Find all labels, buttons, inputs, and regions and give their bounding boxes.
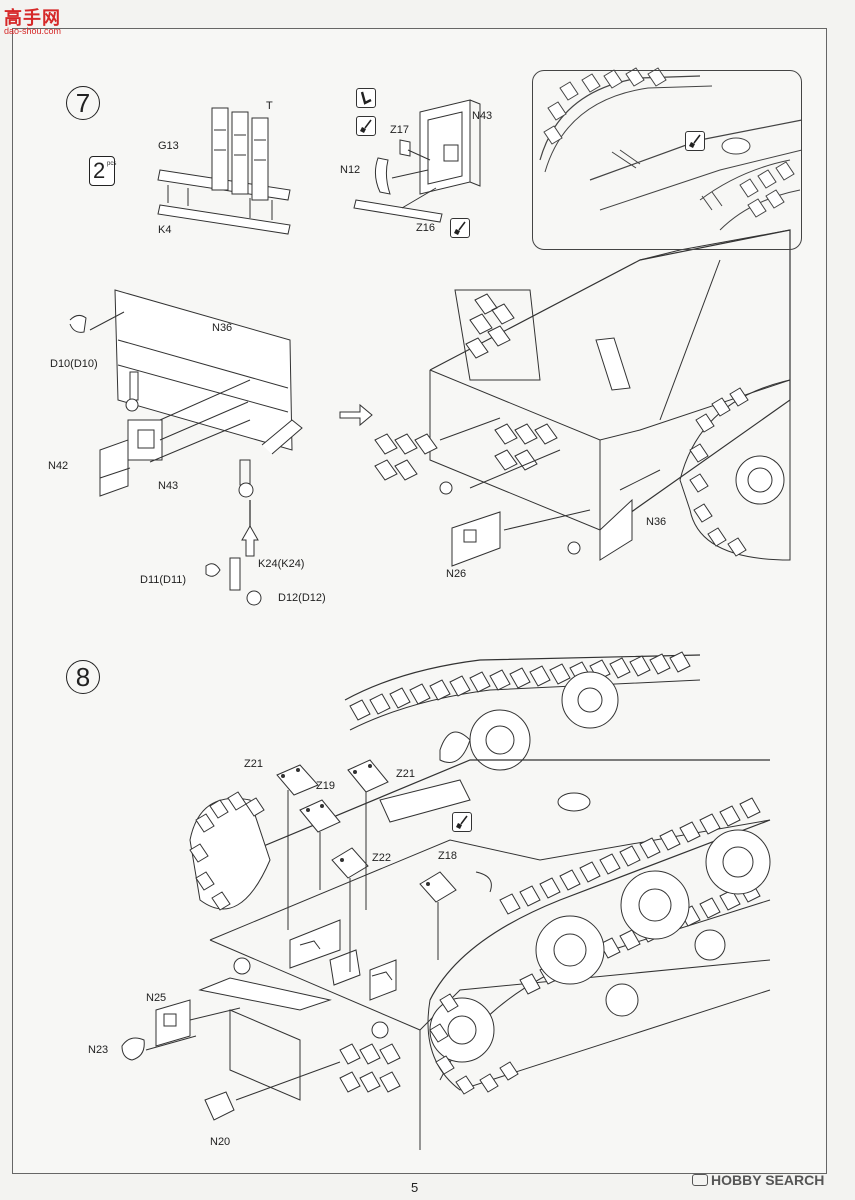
part-label-k24: K24(K24) xyxy=(258,558,305,570)
track-bracket-parts xyxy=(157,107,291,235)
step-8-number: 8 xyxy=(66,660,100,694)
part-label-d11: D11(D11) xyxy=(140,574,187,586)
part-label-z21: Z21 xyxy=(396,768,415,780)
rear-plate-exploded xyxy=(69,289,303,606)
part-label-n25: N25 xyxy=(146,992,167,1004)
part-label-n43: N43 xyxy=(158,480,179,492)
glue-icon xyxy=(356,116,376,136)
part-label-z18: Z18 xyxy=(438,850,457,862)
part-label-n20: N20 xyxy=(210,1136,231,1148)
part-label-z22: Z22 xyxy=(372,852,391,864)
part-label-z21: Z21 xyxy=(244,758,263,770)
detail-inset xyxy=(532,70,802,250)
part-label-n42: N42 xyxy=(48,460,69,472)
watermark-logo-icon xyxy=(692,1174,708,1186)
part-label-k4: K4 xyxy=(158,224,172,236)
cut-icon xyxy=(356,88,376,108)
logo-url: dao-shou.com xyxy=(4,26,62,36)
part-label-n43: N43 xyxy=(472,110,493,122)
part-label-z19: Z19 xyxy=(316,780,335,792)
inset-track-detail xyxy=(539,67,803,231)
assembly-arrow xyxy=(339,403,373,427)
part-label-z16: Z16 xyxy=(416,222,435,234)
pcs-count: 2 xyxy=(93,158,106,183)
glue-icon xyxy=(452,812,472,832)
page-number: 5 xyxy=(411,1180,419,1195)
hull-underside-step8 xyxy=(121,651,771,1150)
glue-icon xyxy=(685,131,705,151)
part-label-n36: N36 xyxy=(646,516,667,528)
hull-assembly-step7 xyxy=(374,229,791,567)
part-label-g13: G13 xyxy=(158,140,179,152)
part-label-n36: N36 xyxy=(212,322,233,334)
part-label-n26: N26 xyxy=(446,568,467,580)
pcs-count-badge: 2 pcs xyxy=(89,156,117,186)
n43-box-assembly xyxy=(353,99,481,223)
part-label-n12: N12 xyxy=(340,164,361,176)
watermark: HOBBY SEARCH xyxy=(692,1172,824,1188)
glue-icon xyxy=(450,218,470,238)
pcs-unit: pcs xyxy=(107,161,117,167)
part-label-n23: N23 xyxy=(88,1044,109,1056)
part-label-t: T xyxy=(266,100,273,112)
part-label-d10: D10(D10) xyxy=(50,358,98,370)
step-7-number: 7 xyxy=(66,86,100,120)
site-logo: 高手网 dao-shou.com xyxy=(4,4,84,38)
watermark-text: HOBBY SEARCH xyxy=(711,1172,825,1188)
logo-text: 高手网 xyxy=(4,8,61,29)
part-label-d12: D12(D12) xyxy=(278,592,326,604)
part-label-z17: Z17 xyxy=(390,124,409,136)
